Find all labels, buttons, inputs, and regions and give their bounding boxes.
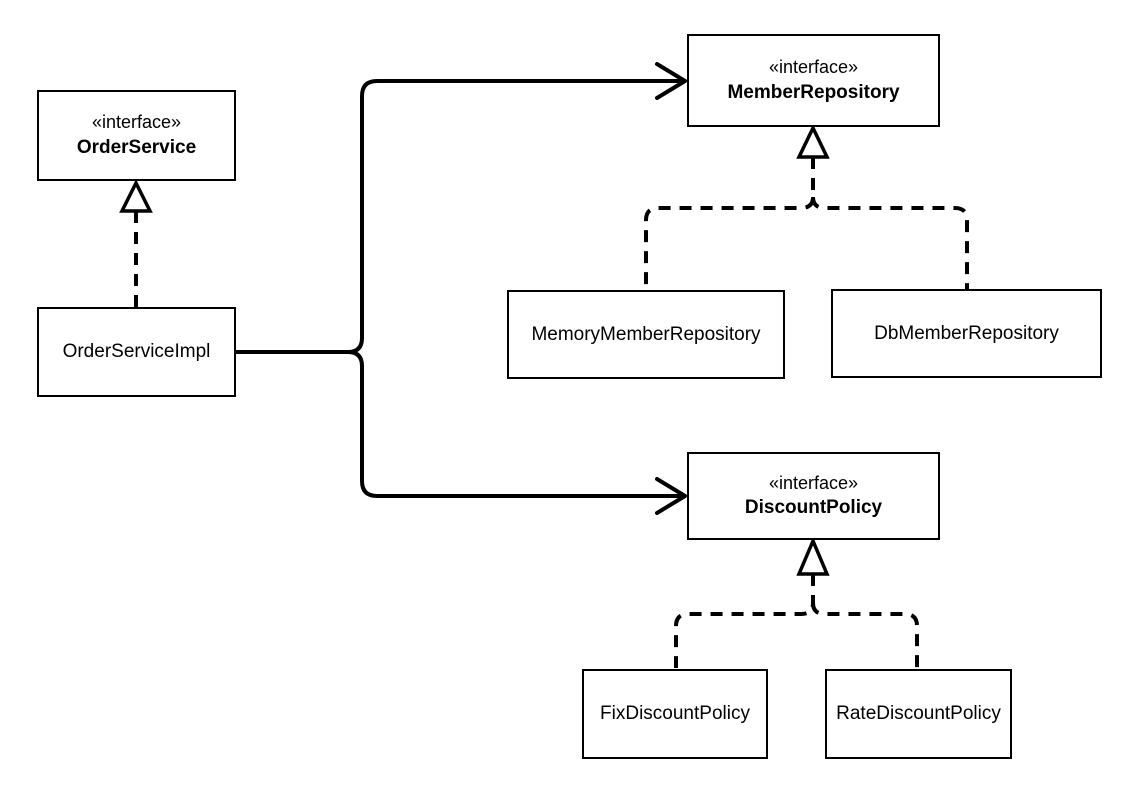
realization-edge-memorymemberrepository-memberrepository	[644, 157, 815, 290]
realization-edge-fixdiscountpolicy-discountpolicy	[674, 574, 815, 668]
stereotype-label: «interface»	[768, 472, 859, 493]
hollow-triangle-icon	[796, 123, 830, 159]
class-name: MemoryMemberRepository	[531, 323, 761, 345]
stereotype-label: «interface»	[768, 57, 859, 78]
class-box-rate-discount-policy: RateDiscountPolicy	[825, 669, 1012, 759]
realization-edge-ratediscountpolicy-discountpolicy	[796, 536, 919, 668]
realization-edge-orderserviceimpl-orderservice	[119, 179, 153, 307]
class-name: OrderServiceImpl	[62, 341, 211, 363]
class-box-member-repository: «interface» MemberRepository	[687, 34, 940, 127]
class-box-order-service: «interface» OrderService	[37, 90, 236, 181]
class-box-db-member-repository: DbMemberRepository	[831, 289, 1102, 378]
class-name: RateDiscountPolicy	[836, 703, 1001, 725]
class-name: OrderService	[76, 136, 197, 158]
class-box-memory-member-repository: MemoryMemberRepository	[507, 290, 785, 379]
class-box-discount-policy: «interface» DiscountPolicy	[687, 452, 940, 540]
class-name: DbMemberRepository	[874, 322, 1059, 344]
class-name: DiscountPolicy	[744, 497, 883, 519]
class-box-order-service-impl: OrderServiceImpl	[37, 307, 236, 397]
hollow-triangle-icon	[119, 179, 153, 213]
class-name: FixDiscountPolicy	[600, 703, 750, 725]
realization-edge-dbmemberrepository-memberrepository	[796, 123, 969, 289]
stereotype-label: «interface»	[91, 112, 182, 133]
class-name: MemberRepository	[727, 81, 900, 103]
hollow-triangle-icon	[796, 536, 830, 576]
class-box-fix-discount-policy: FixDiscountPolicy	[582, 669, 768, 759]
open-arrowhead-icon	[655, 477, 687, 515]
dependency-edge-orderserviceimpl-discountpolicy	[234, 350, 687, 515]
open-arrowhead-icon	[655, 62, 687, 100]
